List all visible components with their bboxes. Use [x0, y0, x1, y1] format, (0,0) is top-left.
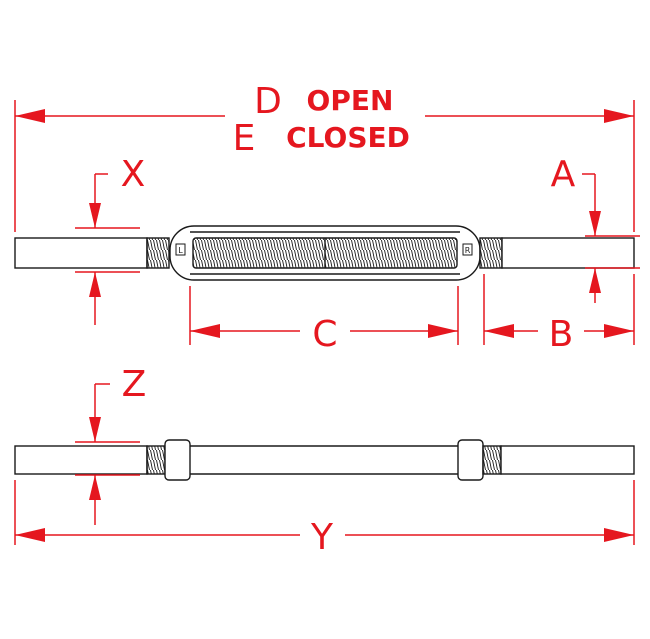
rod-left-collar: [164, 439, 191, 481]
label-d: D: [254, 81, 282, 122]
dimension-a: [582, 173, 601, 303]
label-c: C: [312, 314, 337, 355]
rod-right-collar: [457, 439, 484, 481]
dimension-x: [89, 173, 108, 325]
label-y: Y: [310, 517, 334, 558]
right-end-rod: [501, 237, 635, 269]
dimension-z: [89, 383, 110, 525]
rod-left-end: [14, 445, 148, 475]
dimension-b: [484, 324, 634, 338]
label-a: A: [551, 154, 576, 195]
label-e: E: [233, 118, 256, 159]
label-z: Z: [122, 364, 147, 405]
label-x: X: [121, 154, 146, 195]
left-end-rod: [14, 237, 148, 269]
label-b: B: [549, 314, 574, 355]
dimension-d-e: [15, 109, 634, 123]
right-thread: [479, 237, 503, 269]
right-thread-mark: R: [465, 246, 471, 255]
label-closed: CLOSED: [286, 121, 410, 154]
left-thread-mark: L: [178, 246, 183, 255]
dimension-c: [190, 324, 458, 338]
dimension-y: [15, 528, 634, 542]
rod-bottom-view: [14, 439, 635, 481]
left-thread: [146, 237, 170, 269]
rod-right-end: [500, 445, 635, 475]
turnbuckle-top-view: [14, 225, 635, 281]
label-open: OPEN: [307, 84, 394, 117]
